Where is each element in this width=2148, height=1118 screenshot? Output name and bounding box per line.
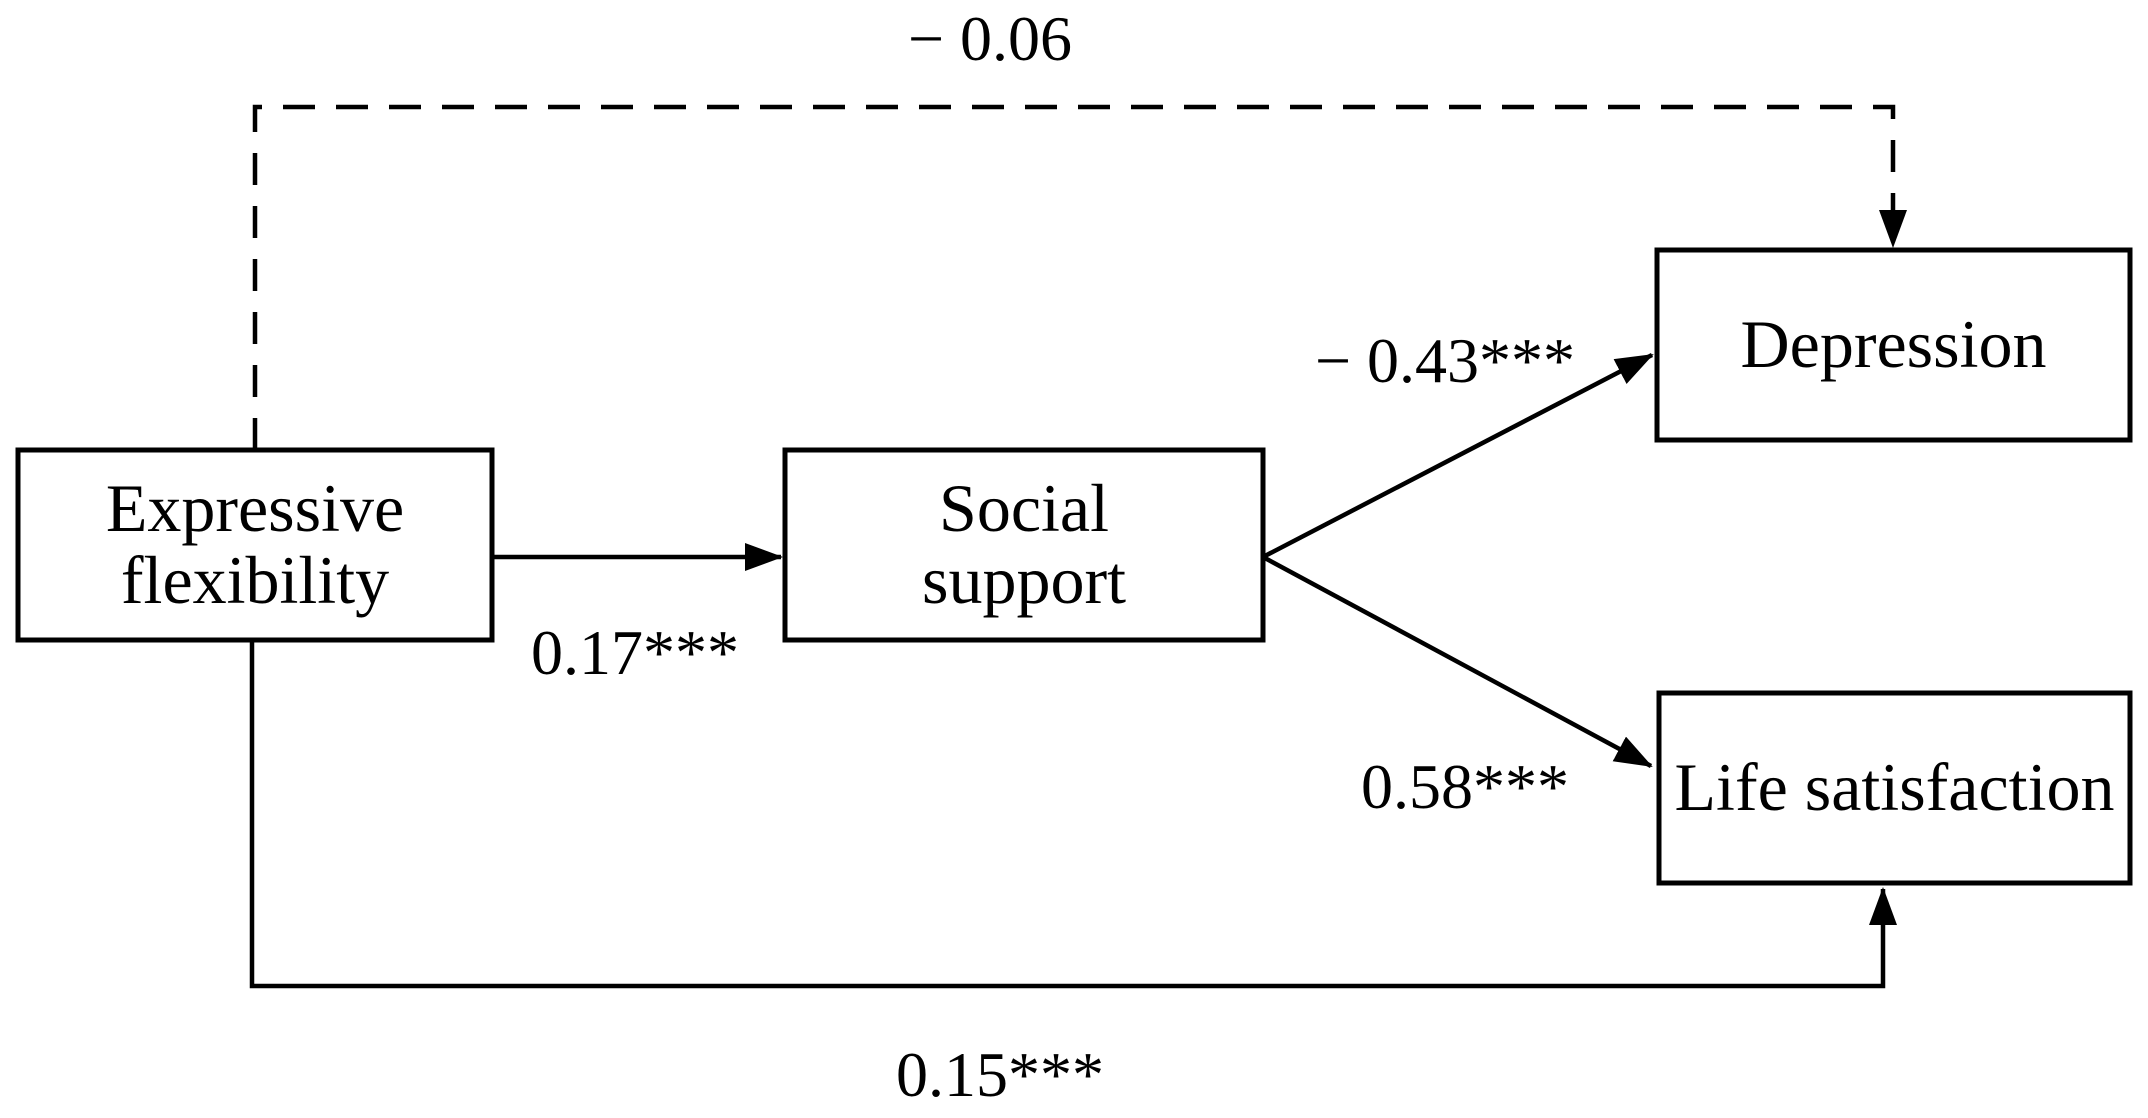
node-box-expressive-flexibility <box>15 447 495 643</box>
node-label-line-social-support: Social <box>939 470 1109 546</box>
node-box-life-satisfaction <box>1656 690 2133 886</box>
node-label-line-social-support: support <box>922 542 1126 618</box>
edge-coefficient-expressive-flexibility-to-social-support: 0.17*** <box>531 617 739 688</box>
edge-coefficient-social-support-to-life-satisfaction: 0.58*** <box>1361 751 1569 822</box>
node-life-satisfaction: Life satisfaction <box>1656 690 2133 886</box>
node-depression: Depression <box>1654 247 2133 443</box>
edge-social-support-to-depression <box>1261 353 1654 559</box>
node-box-depression <box>1654 247 2133 443</box>
edge-expressive-flexibility-to-depression <box>252 104 1907 450</box>
node-label-line-depression: Depression <box>1741 306 2047 382</box>
node-label-line-expressive-flexibility: Expressive <box>106 470 404 546</box>
node-label-line-life-satisfaction: Life satisfaction <box>1675 749 2115 825</box>
edge-coefficient-expressive-flexibility-to-life-satisfaction: 0.15*** <box>896 1039 1104 1110</box>
edge-coefficient-expressive-flexibility-to-depression: − 0.06 <box>908 3 1072 74</box>
edge-social-support-to-life-satisfaction <box>1261 555 1653 768</box>
edge-coefficient-social-support-to-depression: − 0.43*** <box>1315 325 1575 396</box>
edge-expressive-flexibility-to-life-satisfaction <box>249 640 1897 989</box>
node-label-depression: Depression <box>1741 306 2047 382</box>
node-box-social-support <box>782 447 1266 643</box>
node-label-life-satisfaction: Life satisfaction <box>1675 749 2115 825</box>
node-label-line-expressive-flexibility: flexibility <box>121 542 389 618</box>
